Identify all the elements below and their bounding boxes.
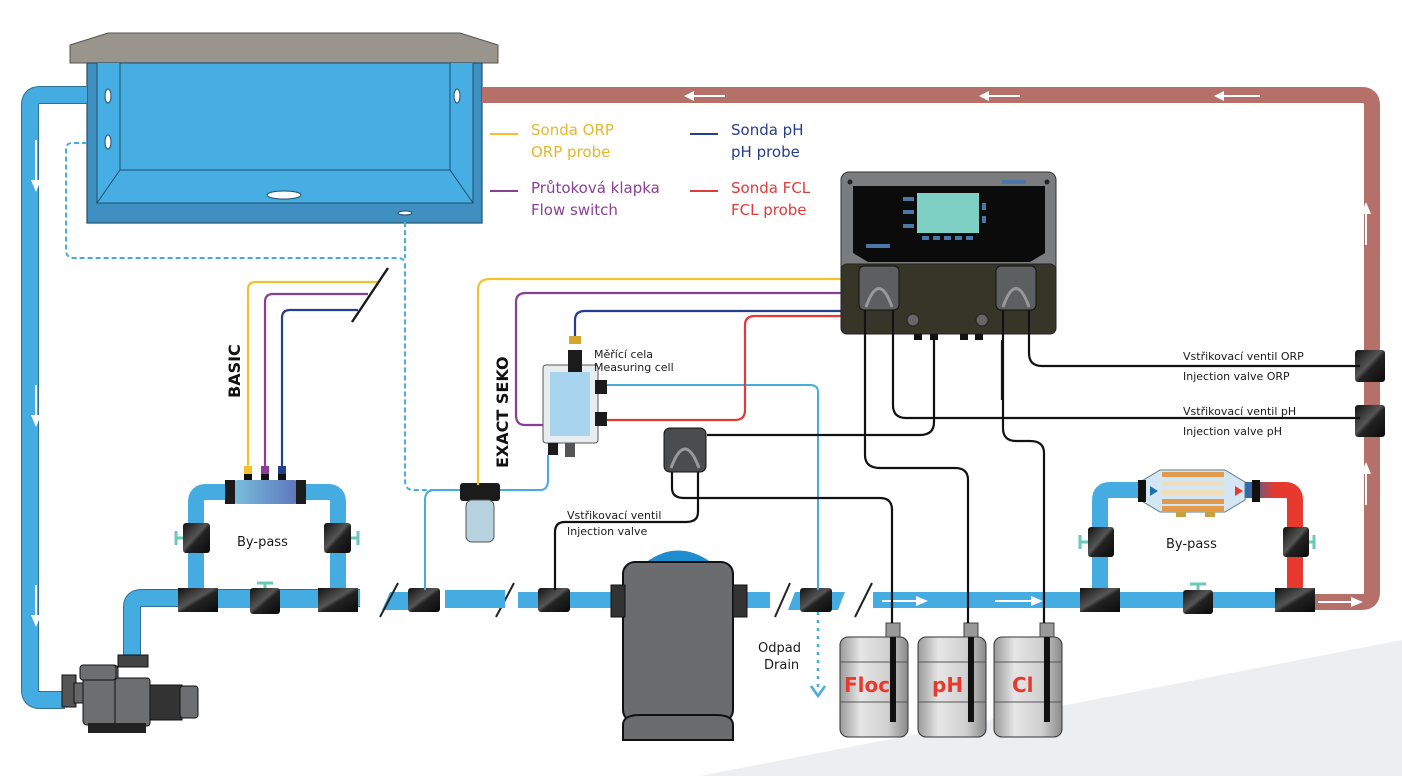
tank-ph: pH — [917, 622, 987, 738]
legend-item-fcl: Sonda FCL FCL probe — [690, 179, 811, 219]
drain-label-en: Drain — [764, 658, 799, 673]
cable-cut-mark — [351, 267, 389, 323]
injection-valve-orp-label-en: Injection valve ORP — [1183, 370, 1290, 383]
probe-holder-basic — [228, 480, 304, 504]
heat-exchanger — [1138, 469, 1260, 517]
injection-valve-label-cz: Vstřikovací ventil — [567, 509, 661, 522]
measuring-cell — [542, 336, 607, 457]
legend-flow-switch-cz: Průtoková klapka — [531, 179, 660, 197]
sand-filter — [610, 550, 748, 741]
bypass-right: By-pass — [1078, 469, 1316, 614]
water-filter — [460, 483, 500, 543]
injection-valve-label-en: Injection valve — [567, 525, 647, 538]
bypass-left-label: By-pass — [237, 535, 288, 550]
injection-valve-ph-fitting — [1355, 405, 1385, 437]
floc-dosing-pump — [663, 427, 707, 473]
legend-item-flow-switch: Průtoková klapka Flow switch — [490, 179, 660, 219]
legend-item-ph: Sonda pH pH probe — [690, 121, 804, 161]
drain-label-cz: Odpad — [758, 641, 801, 656]
exact-seko-label: EXACT SEKO — [493, 356, 512, 468]
circulation-pump — [61, 654, 199, 733]
legend-orp-cz: Sonda ORP — [531, 121, 614, 139]
dosing-controller — [840, 171, 1057, 340]
legend-orp-en: ORP probe — [531, 143, 610, 161]
flow-arrows — [31, 91, 1371, 627]
legend-flow-switch-en: Flow switch — [531, 201, 618, 219]
drain-fitting — [800, 588, 832, 612]
injection-valve-ph-label-en: Injection valve pH — [1183, 425, 1282, 438]
dashed-sample-line — [65, 142, 470, 491]
tank-label-cl: Cl — [1012, 673, 1034, 697]
injection-valve-orp-label-cz: Vstřikovací ventil ORP — [1183, 350, 1304, 363]
bypass-right-label: By-pass — [1166, 537, 1217, 552]
legend: Sonda ORP ORP probe Sonda pH pH probe Pr… — [490, 121, 811, 219]
tank-floc: Floc — [839, 622, 909, 738]
measuring-cell-label-en: Measuring cell — [594, 361, 674, 374]
legend-ph-en: pH probe — [731, 143, 800, 161]
legend-fcl-cz: Sonda FCL — [731, 179, 811, 197]
measuring-cell-label-cz: Měřící cela — [594, 348, 653, 361]
controller-screen — [917, 193, 979, 233]
legend-ph-cz: Sonda pH — [731, 121, 804, 139]
basic-label: BASIC — [225, 344, 244, 398]
tank-label-ph: pH — [932, 673, 963, 697]
pool — [69, 32, 499, 224]
tank-label-floc: Floc — [844, 673, 890, 697]
legend-item-orp: Sonda ORP ORP probe — [490, 121, 614, 161]
injection-valve-ph-label-cz: Vstřikovací ventil pH — [1183, 405, 1296, 418]
chemical-tanks: Floc pH Cl — [839, 622, 1063, 738]
injection-valve-orp-fitting — [1355, 350, 1385, 382]
bypass-left: By-pass — [174, 466, 360, 614]
tank-cl: Cl — [993, 622, 1063, 738]
legend-fcl-en: FCL probe — [731, 201, 807, 219]
